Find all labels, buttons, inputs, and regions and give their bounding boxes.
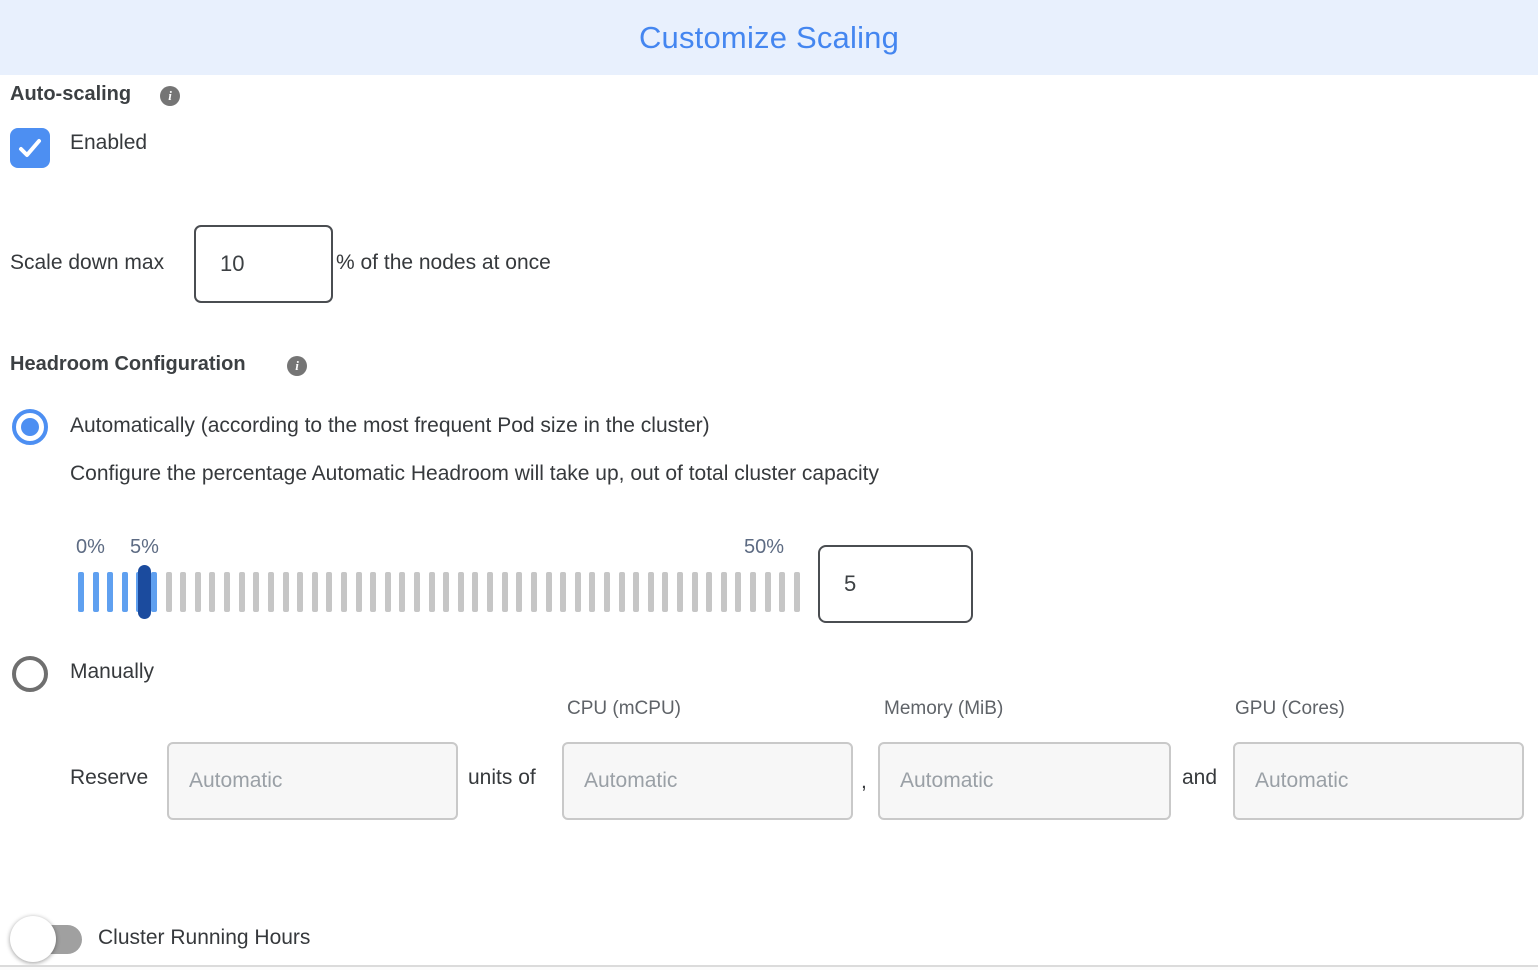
slider-min-label: 0% <box>76 536 105 558</box>
slider-tick <box>560 572 567 612</box>
scale-down-max-input[interactable] <box>194 225 333 303</box>
slider-tick <box>121 572 128 612</box>
slider-tick <box>355 572 362 612</box>
headroom-automatic-label: Automatically (according to the most fre… <box>70 414 710 437</box>
slider-tick <box>647 572 654 612</box>
headroom-slider-handle[interactable] <box>138 565 151 619</box>
headroom-automatic-radio[interactable] <box>12 409 48 445</box>
reserve-gpu-input[interactable] <box>1233 742 1524 820</box>
slider-tick <box>238 572 245 612</box>
slider-tick <box>107 572 114 612</box>
slider-tick <box>750 572 757 612</box>
slider-tick <box>764 572 771 612</box>
slider-tick <box>384 572 391 612</box>
slider-tick <box>180 572 187 612</box>
slider-tick <box>253 572 260 612</box>
slider-tick <box>720 572 727 612</box>
slider-tick <box>414 572 421 612</box>
slider-max-label: 50% <box>744 536 785 558</box>
slider-tick <box>603 572 610 612</box>
slider-tick <box>78 572 84 612</box>
slider-tick <box>501 572 508 612</box>
headroom-percentage-input[interactable] <box>818 545 973 623</box>
cluster-running-hours-label: Cluster Running Hours <box>98 926 311 949</box>
slider-tick <box>457 572 464 612</box>
info-icon[interactable]: i <box>287 356 307 376</box>
reserve-cpu-input[interactable] <box>562 742 853 820</box>
slider-tick <box>662 572 669 612</box>
slider-tick <box>151 572 158 612</box>
info-icon[interactable]: i <box>160 86 180 106</box>
headroom-automatic-description: Configure the percentage Automatic Headr… <box>70 462 879 485</box>
slider-tick <box>779 572 786 612</box>
units-of-label: units of <box>468 766 536 789</box>
slider-tick <box>165 572 172 612</box>
slider-tick <box>589 572 596 612</box>
comma-separator: , <box>861 770 867 793</box>
slider-tick <box>340 572 347 612</box>
headroom-slider-track[interactable] <box>78 565 800 619</box>
column-header-gpu: GPU (Cores) <box>1235 698 1345 719</box>
slider-tick <box>545 572 552 612</box>
slider-tick <box>633 572 640 612</box>
slider-tick <box>428 572 435 612</box>
slider-tick <box>487 572 494 612</box>
reserve-units-input[interactable] <box>167 742 458 820</box>
slider-tick <box>443 572 450 612</box>
reserve-memory-input[interactable] <box>878 742 1171 820</box>
slider-tick <box>706 572 713 612</box>
slider-tick <box>209 572 216 612</box>
slider-tick <box>326 572 333 612</box>
column-header-cpu: CPU (mCPU) <box>567 698 681 719</box>
checkmark-icon <box>17 135 43 161</box>
slider-tick <box>282 572 289 612</box>
slider-tick <box>472 572 479 612</box>
slider-tick <box>793 572 800 612</box>
slider-tick <box>676 572 683 612</box>
slider-tick <box>574 572 581 612</box>
slider-tick <box>530 572 537 612</box>
cluster-running-hours-toggle-knob[interactable] <box>10 916 56 962</box>
column-header-memory: Memory (MiB) <box>884 698 1004 719</box>
below-divider-strip <box>0 967 1538 970</box>
scale-down-label: Scale down max <box>10 251 165 274</box>
and-label: and <box>1182 766 1218 789</box>
slider-tick <box>297 572 304 612</box>
slider-tick <box>735 572 742 612</box>
auto-scaling-enabled-checkbox[interactable] <box>10 128 50 168</box>
headroom-manually-label: Manually <box>70 660 155 683</box>
slider-tick <box>399 572 406 612</box>
scale-down-suffix: % of the nodes at once <box>336 251 551 274</box>
headroom-section-label: Headroom Configuration <box>10 353 246 375</box>
slider-tick <box>267 572 274 612</box>
headroom-manually-radio[interactable] <box>12 656 48 692</box>
dialog-header: Customize Scaling <box>0 0 1538 75</box>
slider-tick <box>691 572 698 612</box>
slider-tick <box>516 572 523 612</box>
slider-tick <box>224 572 231 612</box>
auto-scaling-section-label: Auto-scaling <box>10 83 132 105</box>
slider-tick <box>370 572 377 612</box>
bottom-divider <box>0 965 1538 967</box>
enabled-label: Enabled <box>70 131 148 154</box>
slider-tick <box>618 572 625 612</box>
slider-tick <box>92 572 99 612</box>
slider-current-label: 5% <box>130 536 159 558</box>
slider-tick <box>194 572 201 612</box>
reserve-label: Reserve <box>70 766 149 789</box>
slider-tick <box>311 572 318 612</box>
page-title: Customize Scaling <box>638 19 900 55</box>
